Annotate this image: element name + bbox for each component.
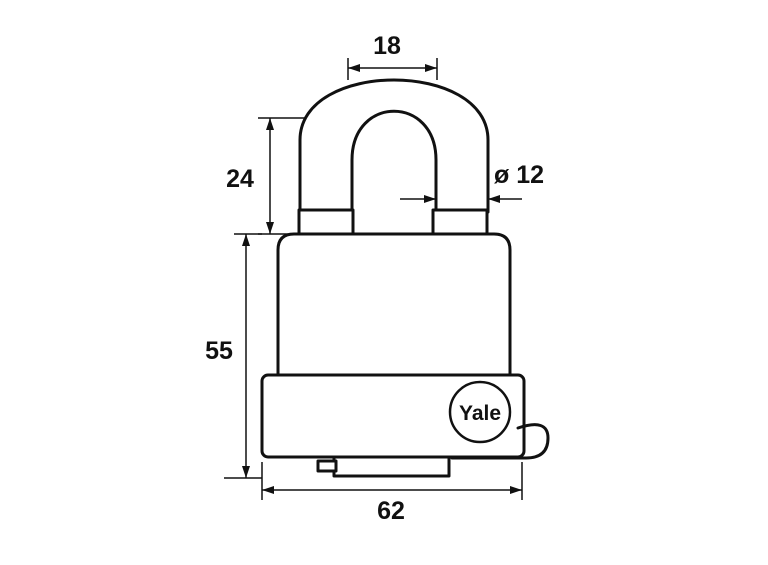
shackle-collar-right [431, 208, 489, 236]
key-cover-hinge [450, 423, 550, 460]
yale-logo [448, 380, 512, 444]
dim-shackle-height [258, 117, 306, 235]
dim-body-width-label: 62 [377, 497, 405, 525]
dim-shackle-height-label: 24 [226, 165, 254, 193]
dim-shackle-width [347, 58, 438, 80]
shackle [297, 78, 490, 236]
yale-logo-text: Yale [459, 402, 501, 425]
dim-shackle-width-label: 18 [373, 32, 401, 60]
dim-body-height [224, 233, 262, 479]
shackle-collar-left [297, 208, 355, 236]
dim-body-height-label: 55 [205, 337, 233, 365]
dim-shackle-diameter-label: ø 12 [494, 161, 544, 189]
key-slot [316, 455, 451, 478]
dim-body-width [261, 462, 523, 500]
lock-body-upper [276, 232, 512, 382]
dim-shackle-diameter [400, 195, 522, 203]
